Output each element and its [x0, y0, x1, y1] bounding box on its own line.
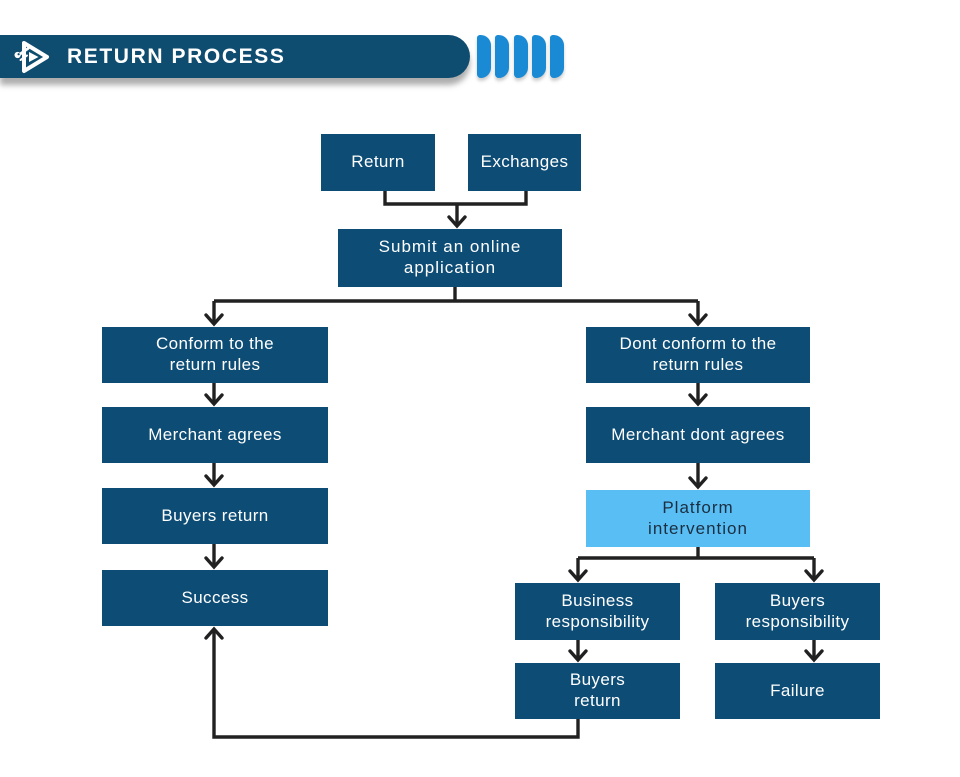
node-submit-application: Submit an online application — [338, 229, 562, 287]
node-label: Merchant dont agrees — [611, 424, 785, 444]
node-label: Business — [561, 590, 634, 610]
edge-return-exchanges-merge — [383, 191, 528, 206]
node-failure: Failure — [715, 663, 880, 719]
node-merchant-dont-agrees: Merchant dont agrees — [586, 407, 810, 463]
node-business-responsibility: Business responsibility — [515, 583, 680, 640]
node-label: return rules — [169, 355, 261, 374]
node-label: Platform — [662, 497, 734, 517]
chevron-decoration-icon — [550, 35, 564, 78]
node-label: Buyers — [569, 670, 626, 690]
node-label: return rules — [652, 355, 744, 374]
chevron-decoration-icon — [495, 35, 509, 78]
node-label: Buyers return — [161, 505, 269, 525]
node-label: Dont conform to the — [619, 334, 777, 354]
header-bar: RETURN PROCESS — [0, 35, 470, 78]
node-label: Return — [351, 152, 405, 172]
node-buyers-return-right: Buyers return — [515, 663, 680, 719]
node-label: responsibility — [545, 611, 650, 631]
node-buyers-responsibility: Buyers responsibility — [715, 583, 880, 640]
node-label: Exchanges — [480, 152, 569, 172]
node-label: Failure — [770, 680, 825, 700]
node-label: Merchant agrees — [148, 424, 282, 444]
node-label: return — [574, 691, 621, 710]
node-label: responsibility — [745, 611, 850, 631]
node-label: Submit an online — [378, 237, 522, 257]
chevron-decoration-icon — [532, 35, 546, 78]
node-return: Return — [321, 134, 435, 191]
node-exchanges: Exchanges — [468, 134, 581, 191]
chevron-decoration-icon — [477, 35, 491, 78]
wrench-play-logo-icon — [14, 40, 49, 73]
node-label: application — [403, 258, 497, 277]
node-success: Success — [102, 570, 328, 626]
node-label: Conform to the — [155, 334, 275, 354]
node-merchant-agrees: Merchant agrees — [102, 407, 328, 463]
chevron-decoration-icon — [514, 35, 528, 78]
node-label: Buyers — [769, 590, 826, 610]
node-label: intervention — [648, 518, 748, 538]
node-label: Success — [181, 587, 249, 607]
page-title: RETURN PROCESS — [67, 44, 286, 68]
node-buyers-return-left: Buyers return — [102, 488, 328, 544]
node-platform-intervention: Platform intervention — [586, 490, 810, 547]
node-dont-conform-to-rules: Dont conform to the return rules — [586, 327, 810, 383]
node-conform-to-rules: Conform to the return rules — [102, 327, 328, 383]
